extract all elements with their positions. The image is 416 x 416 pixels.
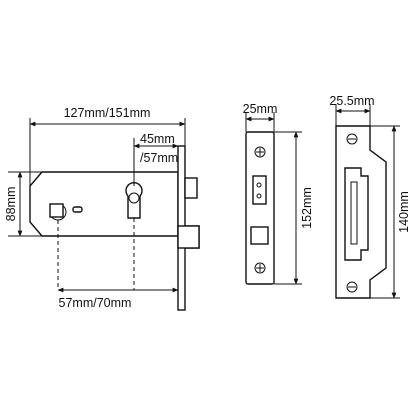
forend-plate-outline (245, 131, 275, 285)
lock-case-height-label: 88mm (4, 187, 18, 222)
strike-top-screw-icon (346, 133, 358, 145)
euro-cylinder-icon (125, 182, 143, 219)
strike-height-label: 140mm (397, 191, 411, 233)
dead-bolt-lower (177, 225, 200, 249)
lock-case (29, 145, 200, 311)
backset-top-label-2: /57mm (140, 151, 178, 165)
latch-bolt (184, 177, 198, 199)
backset-top-label-1: 45mm (140, 132, 175, 146)
lock-case-width-label: 127mm/151mm (64, 106, 151, 120)
forend-top-screw-icon (254, 146, 266, 158)
forend-width-label: 25mm (243, 102, 278, 116)
forend-bolt-slot (250, 226, 269, 245)
backset-bottom-label: 57mm/70mm (59, 296, 132, 310)
forend-latch-slot (252, 175, 267, 205)
forend-plate (245, 131, 275, 285)
case-slot (72, 206, 83, 213)
strike-width-label: 25.5mm (329, 94, 374, 108)
strike-bottom-screw-icon (346, 281, 358, 293)
spindle-follower (49, 203, 67, 221)
strike-plate (335, 125, 387, 299)
forend-bottom-screw-icon (254, 262, 266, 274)
forend-height-label: 152mm (300, 187, 314, 229)
